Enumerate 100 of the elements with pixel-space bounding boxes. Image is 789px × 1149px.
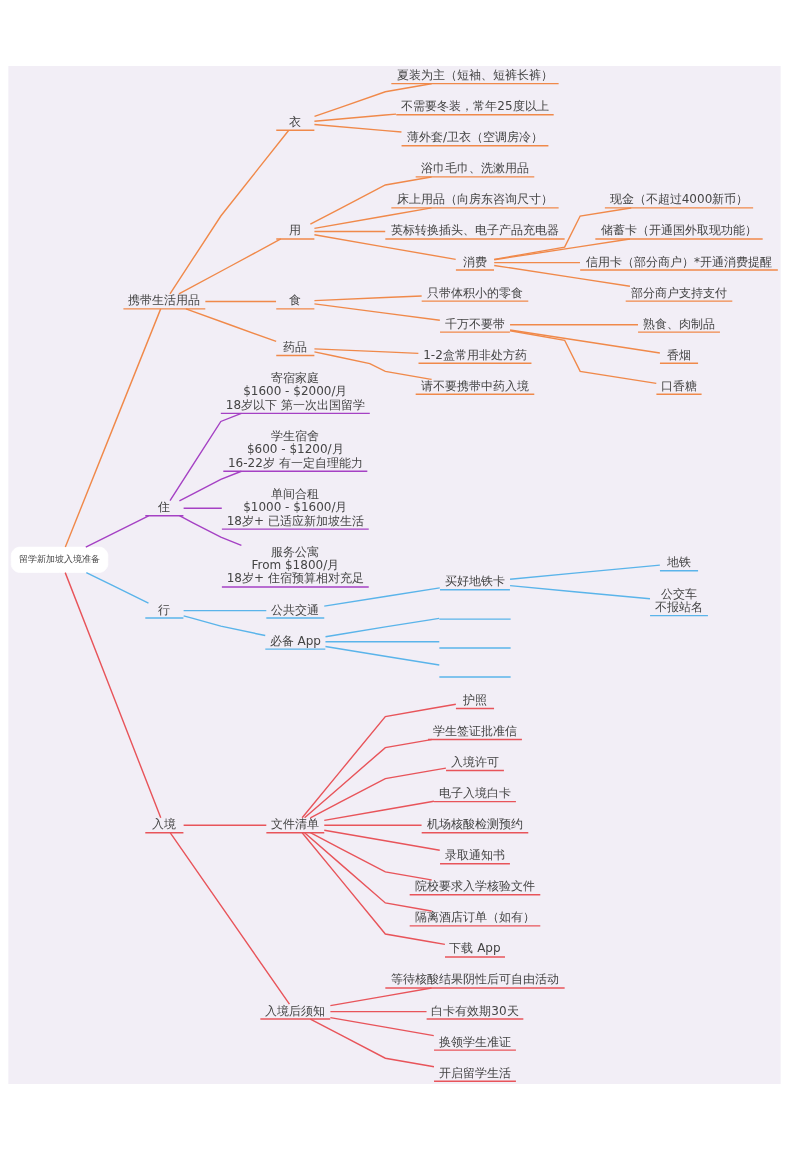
connector [85, 571, 150, 604]
connector [493, 206, 632, 260]
node-text: 服务公寓 From $1800/月 18岁+ 住宿预算相对充足 [226, 544, 364, 585]
connector [329, 1016, 435, 1036]
node-text: 现金（不超过4000新币） [609, 191, 749, 206]
connector [324, 645, 440, 666]
node-text: 熟食、肉制品 [643, 316, 715, 331]
connector [309, 175, 433, 225]
node-text: 1-2盒常用非处方药 [423, 347, 527, 362]
node-bar [438, 675, 512, 678]
node-text: 行 [158, 602, 171, 617]
connector [313, 206, 433, 229]
node-text: 下载 App [449, 940, 501, 955]
node-text: 不需要冬装，常年25度以上 [401, 98, 549, 113]
connector [309, 1017, 435, 1067]
node-text: 机场核酸检测预约 [426, 816, 523, 831]
node-text: 换领学生准证 [438, 1034, 511, 1049]
node-text: 文件清单 [271, 816, 320, 831]
node-text: 千万不要带 [444, 316, 505, 331]
connector [309, 831, 433, 881]
node-text: 寄宿家庭 $1600 - $2000/月 18岁以下 第一次出国留学 [225, 370, 365, 412]
node-text: 开启留学生活 [438, 1065, 511, 1080]
connector [493, 237, 631, 260]
node-text: 英标转换插头、电子产品充电器 [390, 222, 559, 237]
connector [313, 302, 441, 321]
node-text: 买好地铁卡 [444, 573, 505, 588]
connector [323, 824, 423, 826]
connector [169, 129, 290, 295]
connector [323, 828, 441, 851]
node-text: 白卡有效期30天 [431, 1003, 519, 1018]
connector [323, 586, 441, 607]
connector [303, 831, 433, 912]
connector [313, 82, 433, 117]
connector [509, 563, 661, 580]
node-text: 院校要求入学核验文件 [414, 878, 535, 893]
node-text: 薄外套/卫衣（空调房冷） [406, 129, 543, 144]
node-text: 入境许可 [450, 754, 499, 769]
node-text: 入境后须知 [265, 1003, 326, 1018]
node-text: 入境 [152, 816, 177, 831]
connector [324, 617, 440, 638]
node-text: 口香糖 [661, 378, 697, 393]
node-text: 学生签证批准信 [432, 723, 517, 738]
node-text: 床上用品（向房东咨询尺寸） [396, 191, 553, 206]
node-text: 住 [158, 499, 171, 514]
node-box: 留学新加坡入境准备 [10, 546, 109, 573]
node-bar [438, 617, 512, 620]
connector [493, 264, 631, 287]
connector [509, 584, 651, 599]
node-text: 单间合租 $1000 - $1600/月 18岁+ 已适应新加坡生活 [226, 486, 364, 528]
connector [309, 766, 447, 818]
node-text: 衣 [289, 114, 302, 129]
node-text: 地铁 [667, 554, 691, 569]
connector [178, 237, 282, 295]
node-text: 储蓄卡（开通国外取现功能） [601, 222, 757, 237]
node-text: 药品 [283, 339, 308, 354]
node-text: 公交车 不报站名 [655, 586, 703, 614]
node-text: 电子入境白卡 [438, 785, 511, 800]
node-text: 浴巾毛巾、洗漱用品 [420, 160, 529, 175]
node-text: 隔离酒店订单（如有） [414, 909, 535, 924]
connector [329, 986, 433, 1006]
connector [323, 800, 435, 821]
connector [301, 703, 457, 818]
connector [64, 307, 162, 548]
node-text: 请不要携带中药入境 [420, 378, 529, 393]
node-text: 消费 [462, 254, 487, 269]
node-text: 香烟 [667, 347, 691, 362]
connector [313, 294, 423, 301]
connector [169, 831, 291, 1005]
connector [178, 470, 243, 502]
connector [313, 112, 397, 122]
connector [178, 514, 243, 546]
node-text: 只带体积小的零食 [426, 285, 523, 300]
node-text: 携带生活用品 [128, 292, 201, 307]
node-text: 信用卡（部分商户）*开通消费提醒 [586, 254, 772, 269]
connector [313, 347, 420, 354]
connector [509, 329, 657, 384]
connector [493, 261, 581, 263]
connector [324, 640, 440, 642]
connector [169, 412, 243, 501]
connector [303, 738, 433, 819]
connector [185, 307, 277, 342]
connector [313, 123, 403, 133]
connector [313, 233, 457, 260]
connector [64, 571, 162, 819]
node-bar [438, 646, 512, 649]
connector [85, 514, 150, 548]
connector [313, 350, 433, 380]
node-text: 必备 App [269, 633, 321, 648]
connector [182, 507, 223, 509]
connector [301, 831, 446, 945]
node-text: 公共交通 [271, 602, 320, 617]
connector [204, 300, 277, 302]
connector [329, 1010, 428, 1012]
connector [509, 328, 661, 354]
node-text: 夏装为主（短袖、短裤长裤） [396, 67, 553, 82]
node-text: 等待核酸结果阴性后可自由活动 [390, 971, 559, 986]
connector [313, 230, 386, 232]
node-text: 护照 [462, 692, 487, 707]
node-text: 录取通知书 [444, 847, 505, 862]
node-text: 学生宿舍 $600 - $1200/月 16-22岁 有一定自理能力 [227, 428, 363, 470]
